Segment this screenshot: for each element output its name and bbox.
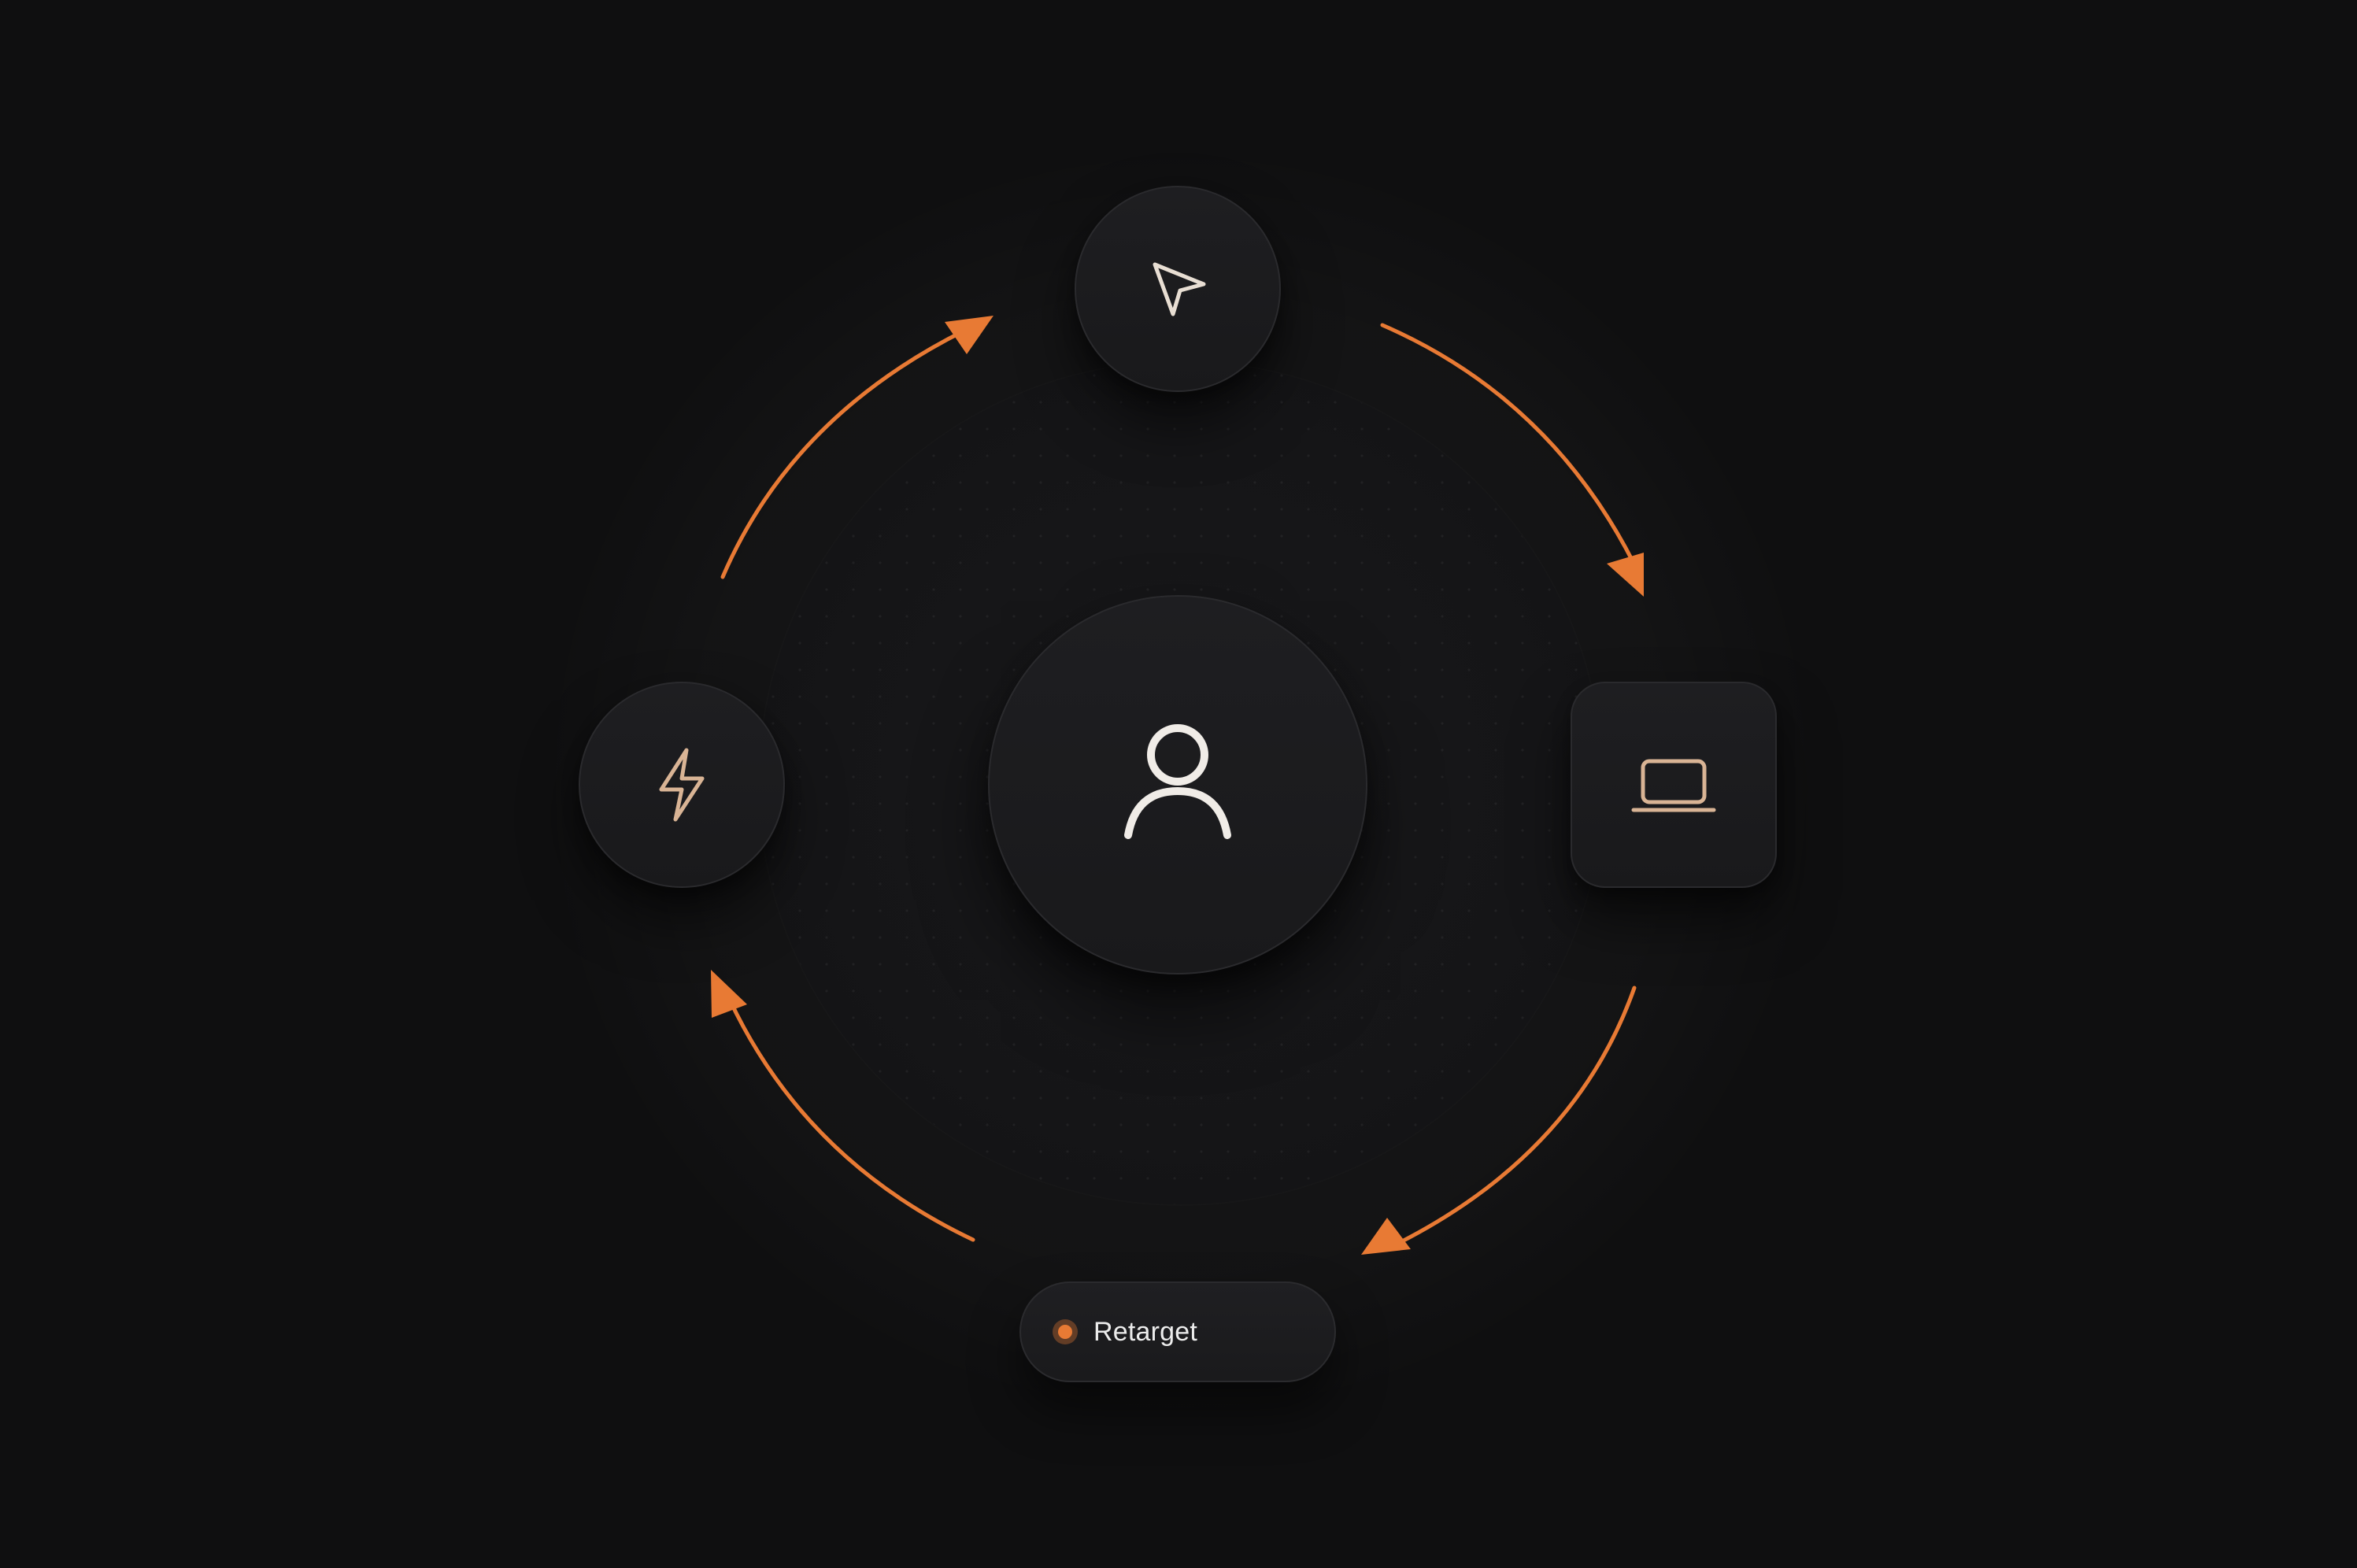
user-node[interactable] (988, 595, 1367, 974)
retarget-pill[interactable]: Retarget (1019, 1281, 1336, 1382)
lightning-icon (659, 748, 705, 822)
lightning-node[interactable] (579, 682, 785, 888)
cursor-node[interactable] (1075, 186, 1281, 392)
retarget-label: Retarget (1093, 1316, 1198, 1347)
laptop-node[interactable] (1571, 682, 1777, 888)
user-icon (1124, 724, 1231, 839)
cursor-pointer-icon (1153, 262, 1206, 316)
laptop-icon (1631, 759, 1716, 812)
status-dot-icon (1053, 1319, 1078, 1344)
